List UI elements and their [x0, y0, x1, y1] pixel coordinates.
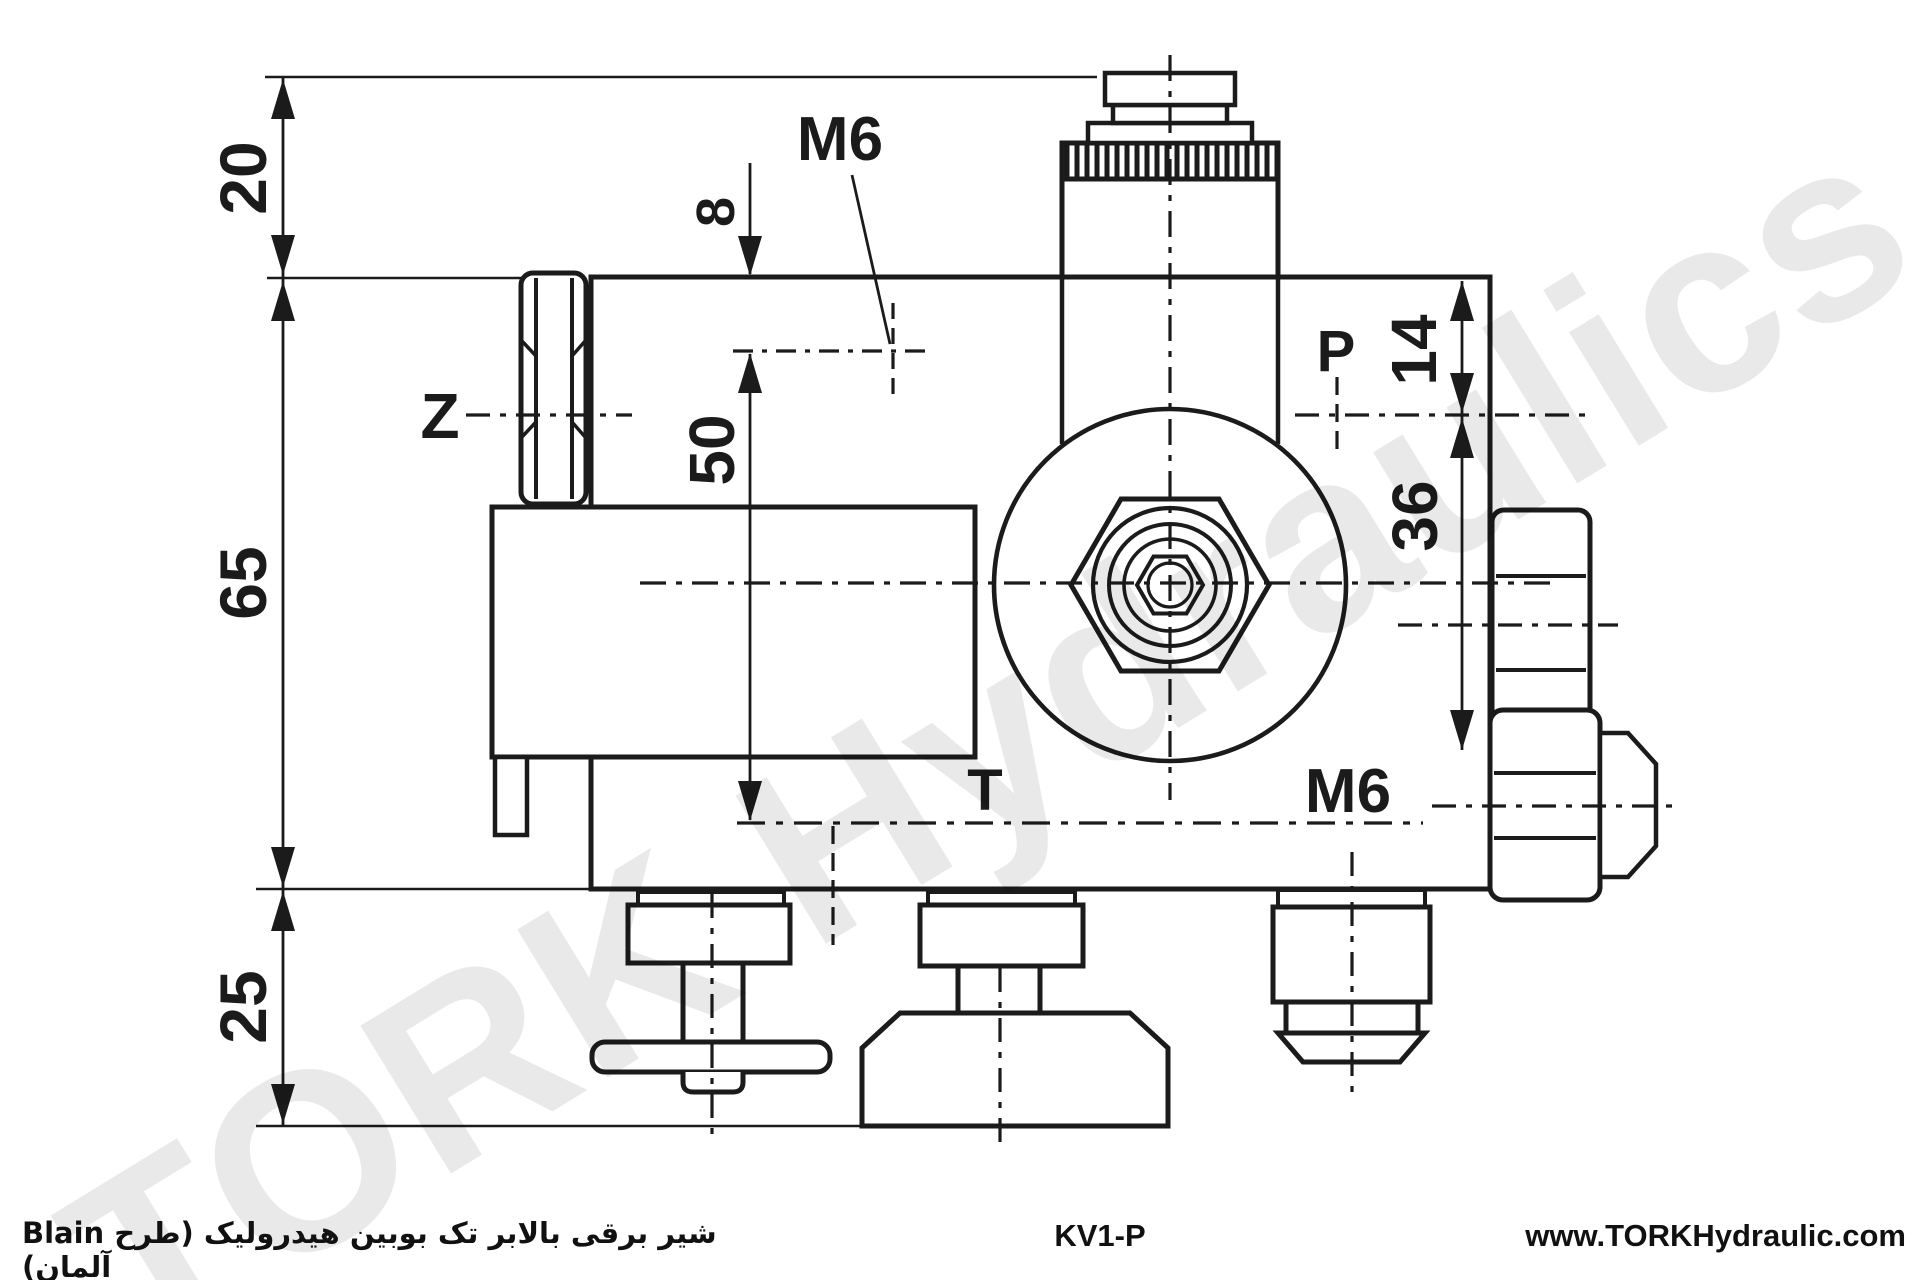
arrow-65-up	[271, 281, 295, 321]
m6-leader-line	[850, 174, 892, 345]
thread-label-m6-top: M6	[797, 105, 883, 174]
centerlines	[466, 55, 1672, 1152]
bottom-middle-fitting	[859, 890, 1171, 1129]
footer-model-code: KV1-P	[1054, 1218, 1146, 1253]
footer-website-link[interactable]: www.TORKHydraulic.com	[1525, 1218, 1906, 1253]
dim-label-8: 8	[686, 197, 746, 227]
z-port-hex-fitting	[518, 270, 589, 507]
port-label-p: P	[1317, 319, 1356, 384]
arrow-20-down	[271, 235, 295, 275]
footer: شیر برقی بالابر تک بوبین هیدرولیک (طرح B…	[0, 1212, 1920, 1280]
right-plug-nose	[1597, 730, 1659, 880]
arrow-50-up	[738, 353, 762, 393]
bm-block	[917, 902, 1086, 969]
bottom-fittings	[589, 888, 1433, 1129]
dim-label-65: 65	[206, 546, 280, 619]
arrow-14-up	[1450, 281, 1474, 321]
right-lower-plug-fitting	[1487, 707, 1659, 903]
drawing-labels: 20 65 25 8 50 14 36 M6 M6 Z P T	[206, 105, 1451, 1044]
footer-title-persian: شیر برقی بالابر تک بوبین هیدرولیک (طرح B…	[22, 1216, 717, 1280]
tl-block	[625, 902, 793, 966]
port-label-z: Z	[420, 380, 459, 452]
arrow-36-down	[1450, 710, 1474, 750]
arrow-65-down	[271, 847, 295, 887]
arrow-14-down	[1450, 373, 1474, 413]
right-side-fittings	[1487, 507, 1659, 903]
arrow-50-down	[738, 781, 762, 821]
dim-label-50: 50	[676, 414, 748, 485]
port-label-t: T	[967, 758, 1002, 823]
dim-label-14: 14	[1378, 314, 1450, 386]
coil-block	[489, 504, 978, 760]
thread-label-m6-side: M6	[1305, 757, 1391, 826]
right-upper-hex-fitting	[1489, 507, 1593, 745]
dimension-arrows	[271, 79, 1474, 1124]
arrow-20-up	[271, 79, 295, 119]
coil-tab	[492, 754, 530, 838]
dim-label-20: 20	[206, 141, 280, 214]
arrow-25-up	[271, 891, 295, 931]
dim-label-25: 25	[206, 970, 280, 1043]
bm-base	[859, 1010, 1171, 1129]
arrow-36-up	[1450, 418, 1474, 458]
arrow-25-down	[271, 1084, 295, 1124]
dimension-lines	[271, 77, 1474, 1126]
arrow-8-down	[738, 236, 762, 276]
br-hex-end	[1272, 1030, 1431, 1065]
z-hex-chamfers	[519, 338, 588, 440]
z-hex-body	[518, 270, 589, 507]
dim-label-36: 36	[1379, 480, 1451, 551]
